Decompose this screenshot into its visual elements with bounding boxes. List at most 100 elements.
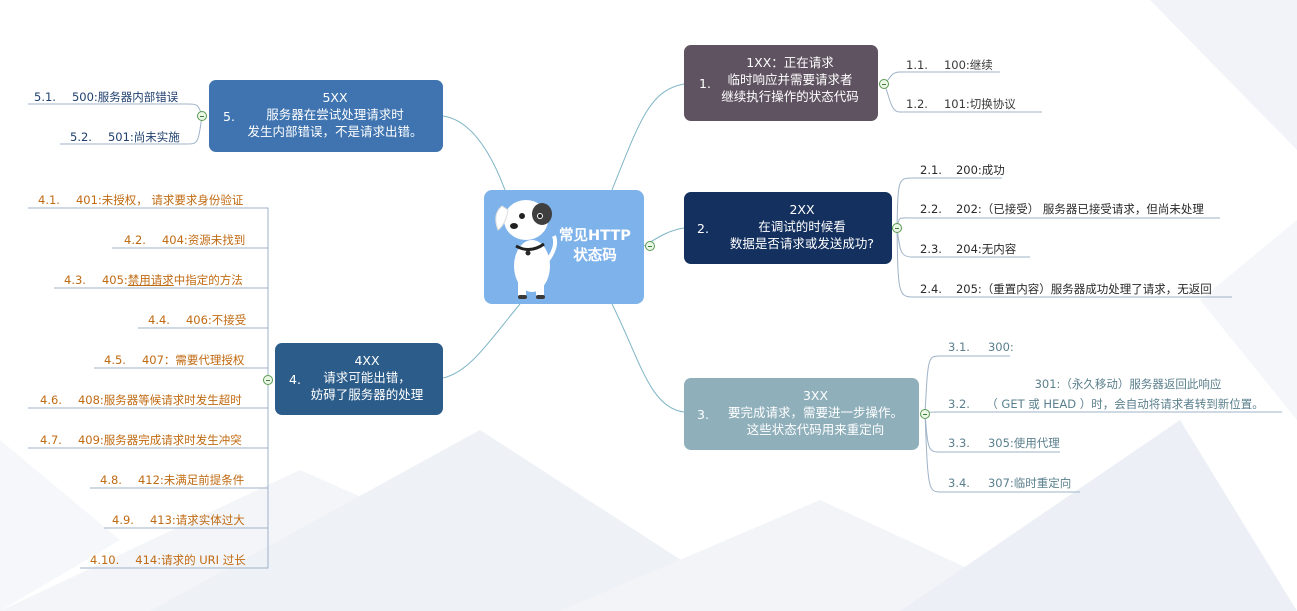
leaf-3-4[interactable]: 3.4. 307:临时重定向	[948, 476, 1071, 490]
leaf-text: 305:使用代理	[987, 436, 1060, 450]
leaf-text-prefix: 405:	[101, 273, 128, 287]
branch-line-1: 5XX	[322, 90, 348, 105]
leaf-text: 408:服务器等候请求时发生超时	[77, 393, 242, 407]
connector-b5	[442, 115, 506, 191]
leaf-4-7[interactable]: 4.7. 409:服务器完成请求时发生冲突	[40, 433, 242, 447]
leaf-text-line-2: （ GET 或 HEAD ）时，会自动将请求者转到新位置。	[986, 397, 1264, 411]
leaf-number: 5.1.	[34, 90, 56, 104]
branch-node-1xx[interactable]: 1. 1XX：正在请求 临时响应并需要请求者 继续执行操作的状态代码	[684, 45, 878, 121]
branch-line-3: 发生内部错误，不是请求出错。	[247, 124, 423, 139]
leaf-number: 2.4.	[920, 282, 942, 296]
leaf-text: 412:未满足前提条件	[137, 473, 245, 487]
leaf-text: 204:无内容	[955, 242, 1017, 256]
leaf-2-1[interactable]: 2.1. 200:成功	[920, 163, 1005, 177]
branch-line-1: 1XX：正在请求	[746, 55, 834, 70]
leaf-4-1[interactable]: 4.1.401:未授权， 请求要求身份验证	[38, 193, 243, 207]
leaf-4-8[interactable]: 4.8. 412:未满足前提条件	[100, 473, 244, 487]
branch-node-5xx[interactable]: 5. 5XX 服务器在尝试处理请求时 发生内部错误，不是请求出错。	[209, 80, 443, 152]
leaf-4-4[interactable]: 4.4. 406:不接受	[148, 313, 246, 327]
leaf-5-2[interactable]: 5.2. 501:尚未实施	[70, 130, 180, 144]
branch-number: 3.	[697, 407, 709, 422]
leaf-text: 300:	[987, 340, 1014, 354]
branch-node-2xx[interactable]: 2. 2XX 在调试的时候看 数据是否请求或发送成功?	[684, 192, 892, 264]
collapse-toggle-3xx[interactable]	[920, 409, 930, 419]
leaf-4-9[interactable]: 4.9.413:请求实体过大	[112, 513, 245, 527]
leaf-number: 5.2.	[70, 130, 92, 144]
leaf-text-link[interactable]: 禁用请求	[127, 273, 174, 287]
leaf-number: 2.3.	[920, 242, 942, 256]
branch-node-3xx[interactable]: 3. 3XX 要完成请求，需要进一步操作。 这些状态代码用来重定向	[684, 378, 919, 450]
branch-line-2: 临时响应并需要请求者	[727, 72, 853, 87]
leaf-number: 4.10.	[90, 553, 120, 567]
branch-line-2: 请求可能出错，	[323, 370, 411, 385]
leaf-number: 4.6.	[40, 393, 62, 407]
leaf-number: 3.1.	[948, 340, 970, 354]
leaf-4-6[interactable]: 4.6. 408:服务器等候请求时发生超时	[40, 393, 242, 407]
collapse-toggle-1xx[interactable]	[879, 79, 889, 89]
leaf-4-5[interactable]: 4.5.407：需要代理授权	[104, 353, 244, 367]
leaf-4-10[interactable]: 4.10. 414:请求的 URI 过长	[90, 553, 246, 567]
leaf-text-line-1: 301:（永久移动）服务器返回此响应	[1034, 377, 1222, 391]
leaf-text: 409:服务器完成请求时发生冲突	[77, 433, 242, 447]
leaf-4-2[interactable]: 4.2. 404:资源未找到	[124, 233, 245, 247]
branch-line-3: 数据是否请求或发送成功?	[729, 236, 875, 251]
leaf-text-suffix: 中指定的方法	[173, 273, 243, 287]
leaf-number: 1.1.	[906, 58, 928, 72]
leaf-text: 407：需要代理授权	[141, 353, 245, 367]
leaf-text: 100:继续	[943, 58, 993, 72]
branch-line-2: 要完成请求，需要进一步操作。	[727, 405, 903, 420]
leaf-text: 414:请求的 URI 过长	[135, 553, 246, 567]
leaf-number: 4.4.	[148, 313, 170, 327]
collapse-toggle-5xx[interactable]	[197, 111, 207, 121]
leaf-text: 413:请求实体过大	[149, 513, 245, 527]
leaf-number: 4.7.	[40, 433, 62, 447]
branch-line-1: 2XX	[789, 202, 815, 217]
leaf-3-3[interactable]: 3.3.305:使用代理	[948, 436, 1060, 450]
leaf-text: 202:（已接受） 服务器已接受请求，但尚未处理	[955, 202, 1204, 216]
leaf-2-4[interactable]: 2.4.205:（重置内容）服务器成功处理了请求，无返回	[920, 282, 1212, 296]
connector-b3	[611, 303, 685, 413]
branch-number: 2.	[697, 221, 709, 236]
leaf-number: 4.1.	[38, 193, 60, 207]
leaf-text: 200:成功	[955, 163, 1005, 177]
leaf-text: 404:资源未找到	[161, 233, 246, 247]
leaf-text: 501:尚未实施	[107, 130, 180, 144]
leaf-number: 4.3.	[64, 273, 86, 287]
collapse-toggle-2xx[interactable]	[892, 223, 902, 233]
leaf-3-1[interactable]: 3.1. 300:	[948, 340, 1014, 354]
branch-node-4xx[interactable]: 4. 4XX 请求可能出错， 妨碍了服务器的处理	[275, 343, 443, 415]
leaf-number: 3.2.	[948, 397, 970, 411]
leaf-1-1[interactable]: 1.1. 100:继续	[906, 58, 993, 72]
collapse-toggle-4xx[interactable]	[263, 375, 273, 385]
leaf-number: 4.2.	[124, 233, 146, 247]
leaf-text: 307:临时重定向	[987, 476, 1072, 490]
branch-number: 4.	[289, 372, 301, 387]
leaf-number: 2.2.	[920, 202, 942, 216]
leaf-3-2-text[interactable]: 301:（永久移动）服务器返回此响应 （ GET 或 HEAD ）时，会自动将请…	[986, 377, 1266, 411]
leaf-3-2[interactable]: 3.2.	[948, 397, 974, 411]
dog-icon	[495, 200, 558, 299]
branch-line-3: 妨碍了服务器的处理	[310, 387, 424, 402]
leaf-1-2[interactable]: 1.2. 101:切换协议	[906, 97, 1016, 111]
branch-line-3: 继续执行操作的状态代码	[721, 89, 859, 104]
central-topic-node[interactable]: 常见HTTP 状态码	[484, 190, 644, 304]
leaf-text: 101:切换协议	[943, 97, 1016, 111]
leaf-2-2[interactable]: 2.2. 202:（已接受） 服务器已接受请求，但尚未处理	[920, 202, 1204, 216]
leaf-number: 2.1.	[920, 163, 942, 177]
branch-line-1: 4XX	[354, 353, 380, 368]
leaf-4-3[interactable]: 4.3. 405:禁用请求中指定的方法	[64, 273, 243, 287]
leaf-number: 4.8.	[100, 473, 122, 487]
connector-b4	[442, 303, 521, 379]
leaf-number: 3.4.	[948, 476, 970, 490]
branch-line-2: 服务器在尝试处理请求时	[266, 107, 404, 122]
leaf-2-3[interactable]: 2.3. 204:无内容	[920, 242, 1016, 256]
connector-b1	[611, 83, 685, 191]
collapse-toggle-center[interactable]	[645, 241, 655, 251]
branch-number: 5.	[223, 109, 235, 124]
leaf-text: 500:服务器内部错误	[71, 90, 179, 104]
branch-number: 1.	[699, 76, 711, 91]
leaf-5-1[interactable]: 5.1. 500:服务器内部错误	[34, 90, 178, 104]
leaf-number: 1.2.	[906, 97, 928, 111]
leaf-text: 406:不接受	[185, 313, 247, 327]
